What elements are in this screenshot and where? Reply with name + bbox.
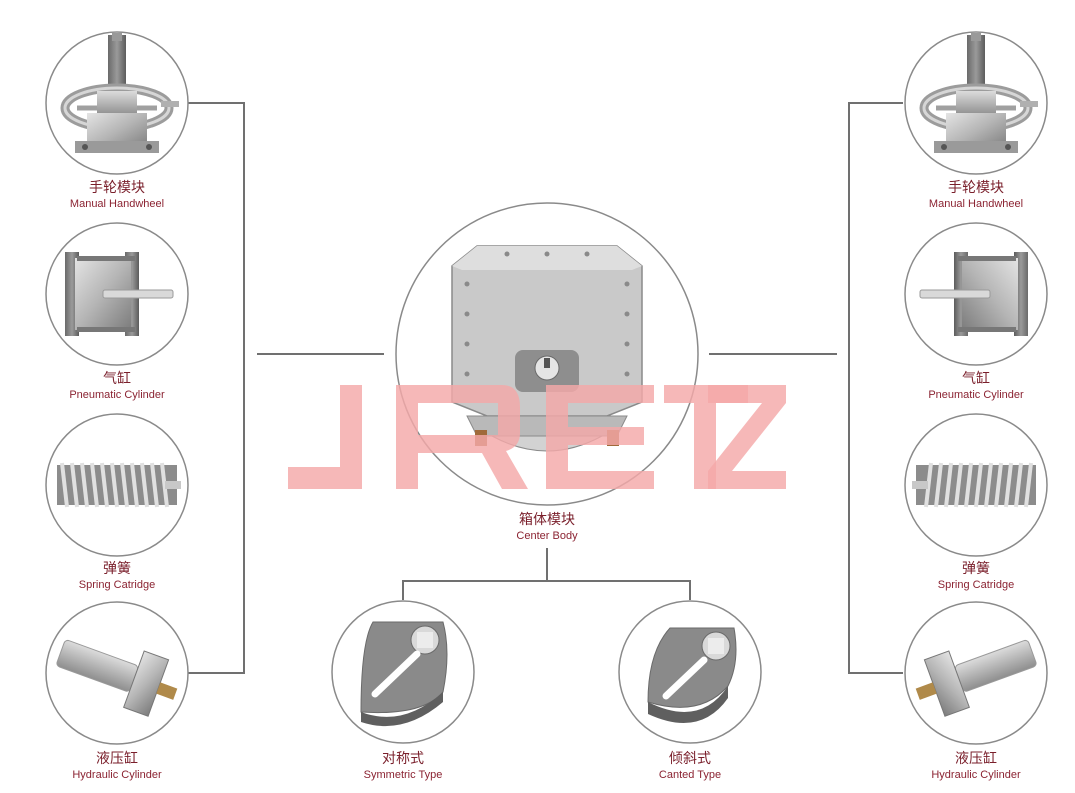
label-en: Hydraulic Cylinder bbox=[72, 769, 162, 781]
label-zh: 对称式 bbox=[382, 751, 424, 767]
node-spring-right bbox=[904, 413, 1048, 557]
yoke-branch-line bbox=[402, 580, 691, 600]
label-zh: 倾斜式 bbox=[669, 751, 711, 767]
label-zh: 液压缸 bbox=[954, 751, 997, 767]
node-spring-left bbox=[45, 413, 189, 557]
label-spring-left: 弹簧 Spring Catridge bbox=[79, 561, 155, 592]
label-en: Spring Catridge bbox=[937, 579, 1015, 591]
label-center-body: 箱体模块 Center Body bbox=[516, 512, 577, 543]
node-hydraulic-left bbox=[45, 601, 189, 745]
label-handwheel-left: 手轮模块 Manual Handwheel bbox=[70, 180, 164, 211]
left-bracket-line bbox=[188, 102, 245, 674]
label-zh: 液压缸 bbox=[95, 751, 138, 767]
retz-watermark-logo bbox=[288, 385, 786, 489]
node-handwheel-right bbox=[904, 31, 1048, 175]
label-zh: 手轮模块 bbox=[88, 180, 145, 196]
label-en: Canted Type bbox=[658, 769, 722, 781]
label-pneumatic-right: 气缸 Pneumatic Cylinder bbox=[928, 371, 1023, 402]
canted-yoke-icon bbox=[647, 627, 737, 723]
label-canted: 倾斜式 Canted Type bbox=[659, 751, 721, 782]
label-en: Pneumatic Cylinder bbox=[928, 389, 1024, 401]
label-en: Spring Catridge bbox=[78, 579, 156, 591]
pneumatic-cylinder-icon bbox=[919, 252, 1028, 336]
label-pneumatic-left: 气缸 Pneumatic Cylinder bbox=[69, 371, 164, 402]
node-pneumatic-right bbox=[904, 222, 1048, 366]
label-symmetric: 对称式 Symmetric Type bbox=[364, 751, 443, 782]
spring-icon bbox=[57, 462, 181, 508]
node-hydraulic-right bbox=[904, 601, 1048, 745]
label-zh: 手轮模块 bbox=[947, 180, 1004, 196]
hydraulic-cylinder-icon bbox=[56, 639, 178, 717]
handwheel-icon bbox=[919, 33, 1038, 153]
label-zh: 箱体模块 bbox=[519, 512, 575, 528]
label-en: Manual Handwheel bbox=[69, 198, 165, 210]
label-zh: 气缸 bbox=[103, 371, 131, 387]
label-zh: 气缸 bbox=[962, 371, 990, 387]
node-pneumatic-left bbox=[45, 222, 189, 366]
label-hydraulic-left: 液压缸 Hydraulic Cylinder bbox=[72, 751, 161, 782]
node-symmetric-yoke bbox=[331, 600, 475, 744]
connector-lines bbox=[188, 102, 903, 674]
label-hydraulic-right: 液压缸 Hydraulic Cylinder bbox=[931, 751, 1020, 782]
label-handwheel-right: 手轮模块 Manual Handwheel bbox=[929, 180, 1023, 211]
label-en: Hydraulic Cylinder bbox=[931, 769, 1021, 781]
hydraulic-cylinder-icon bbox=[915, 639, 1037, 717]
label-en: Manual Handwheel bbox=[928, 198, 1024, 210]
right-bracket-line bbox=[848, 102, 903, 674]
spring-icon bbox=[912, 462, 1036, 508]
node-canted-yoke bbox=[618, 600, 762, 744]
label-zh: 弹簧 bbox=[103, 561, 131, 577]
label-spring-right: 弹簧 Spring Catridge bbox=[938, 561, 1014, 592]
node-handwheel-left bbox=[45, 31, 189, 175]
handwheel-icon bbox=[60, 33, 179, 153]
symmetric-yoke-icon bbox=[360, 621, 448, 727]
pneumatic-cylinder-icon bbox=[65, 252, 174, 336]
label-en: Center Body bbox=[516, 530, 578, 542]
label-zh: 弹簧 bbox=[962, 561, 990, 577]
label-en: Pneumatic Cylinder bbox=[69, 389, 165, 401]
label-en: Symmetric Type bbox=[363, 769, 443, 781]
